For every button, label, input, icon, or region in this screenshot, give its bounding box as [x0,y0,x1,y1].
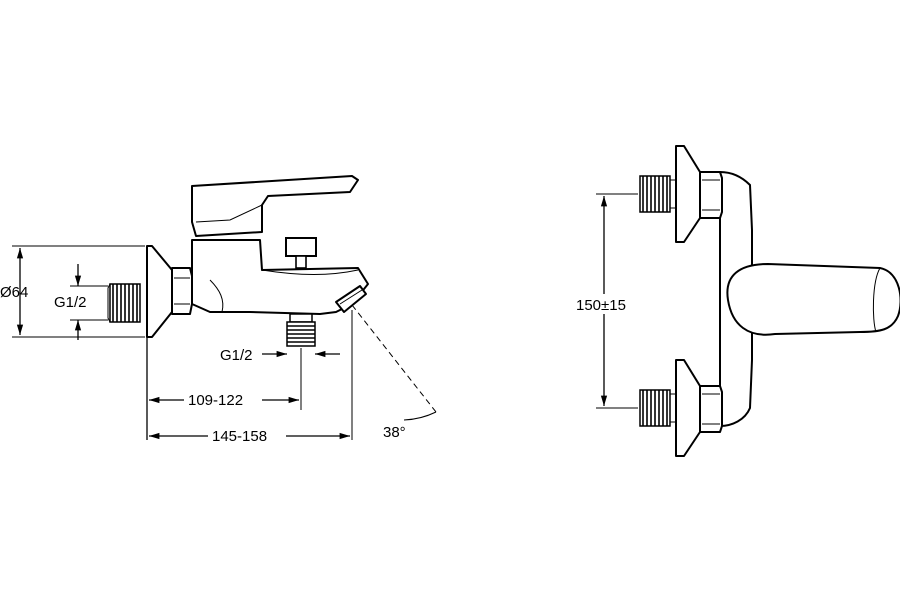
upper-inlet-front [639,145,723,243]
inlet-spacing-label: 150±15 [576,297,626,314]
outlet-thread-label: G1/2 [220,347,253,364]
lever-handle-side [191,175,359,237]
outlet-thread-side [286,313,316,347]
side-view: Ø64 G1/2 G1/2 109-122 145-158 38° [0,175,437,445]
flange-diameter-label: Ø64 [0,284,28,301]
inlet-thread-label: G1/2 [54,294,87,311]
hex-nut-side [171,267,193,315]
lower-inlet-front [639,359,723,457]
spout-angle-label: 38° [383,424,406,441]
lever-handle-front [726,263,900,336]
total-projection-label: 145-158 [212,428,267,445]
wall-flange-side [146,245,173,338]
front-view: 150±15 [574,145,900,457]
inlet-thread-side [107,283,141,323]
outlet-distance-label: 109-122 [188,392,243,409]
diverter-knob [285,237,317,269]
